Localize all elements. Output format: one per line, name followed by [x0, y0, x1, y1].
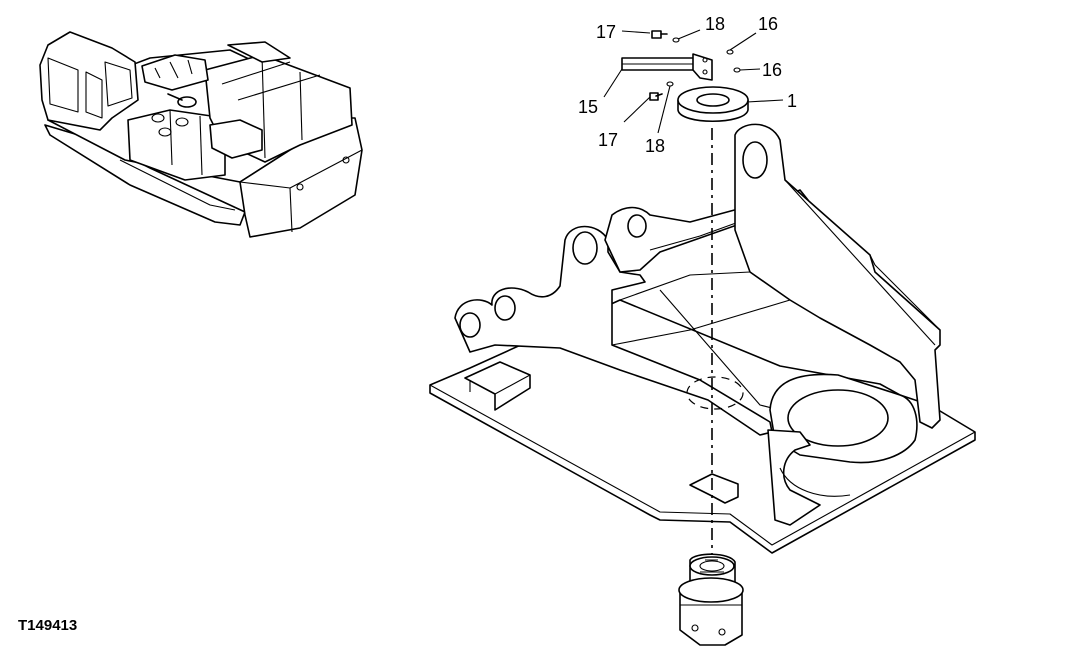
bar-part	[621, 57, 698, 71]
washer-16-upper	[726, 49, 734, 55]
figure-id: T149413	[18, 617, 77, 634]
bracket-plate	[692, 53, 713, 81]
seal-ring-part	[677, 86, 749, 123]
callout-18-lower: 18	[645, 136, 665, 156]
washer-18-lower	[666, 81, 674, 87]
washer-16-lower	[733, 67, 741, 73]
swivel-joint	[678, 553, 744, 646]
leader-lines	[603, 29, 784, 134]
callout-1: 1	[787, 91, 797, 111]
callout-17-lower: 17	[598, 130, 618, 150]
callout-15: 15	[578, 97, 598, 117]
bolt-lower	[649, 92, 663, 101]
bolt-upper	[651, 30, 668, 39]
callout-16-upper: 16	[758, 14, 778, 34]
washer-18-upper	[672, 37, 680, 43]
excavator-locator-view	[39, 31, 363, 238]
upperstructure-frame	[429, 123, 976, 554]
callout-16-lower: 16	[762, 60, 782, 80]
callout-17-upper: 17	[596, 22, 616, 42]
exploded-parts	[621, 30, 749, 123]
callout-18-upper: 18	[705, 14, 725, 34]
